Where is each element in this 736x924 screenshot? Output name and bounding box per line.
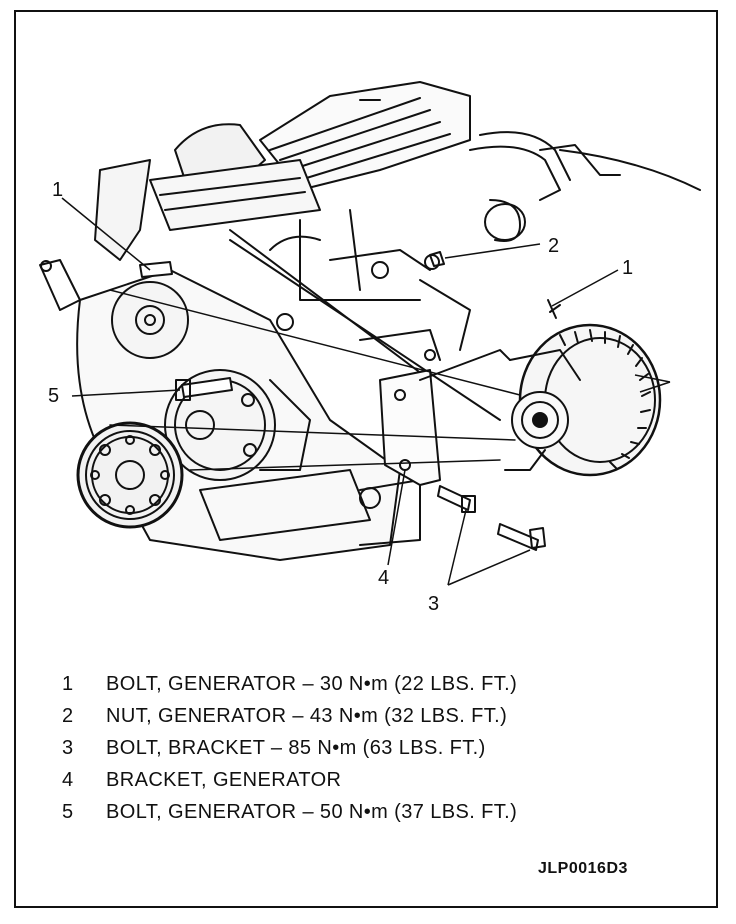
drive-belt [109, 289, 521, 471]
leader-gen-arrow-a [634, 374, 671, 383]
leader-1-right [551, 269, 619, 307]
legend-row: 1 BOLT, GENERATOR – 30 N•m (22 LBS. FT.) [62, 668, 682, 700]
leader-1-left [61, 197, 151, 271]
crank-pulley [76, 421, 184, 529]
parts-legend: 1 BOLT, GENERATOR – 30 N•m (22 LBS. FT.)… [62, 668, 682, 828]
upper-pulley [111, 281, 189, 359]
bolts [139, 251, 546, 551]
legend-row: 5 BOLT, GENERATOR – 50 N•m (37 LBS. FT.) [62, 796, 682, 828]
leader-3b [447, 549, 531, 586]
callout-4: 4 [378, 567, 390, 589]
leader-3a [447, 509, 467, 586]
legend-row: 4 BRACKET, GENERATOR [62, 764, 682, 796]
leader-gen-arrow-b [639, 381, 671, 393]
callout-2: 2 [548, 235, 560, 257]
legend-row: 3 BOLT, BRACKET – 85 N•m (63 LBS. FT.) [62, 732, 682, 764]
water-pump-pulley [164, 369, 311, 481]
callout-1-right: 1 [622, 257, 634, 279]
legend-text: NUT, GENERATOR – 43 N•m (32 LBS. FT.) [106, 704, 508, 727]
legend-text: BOLT, BRACKET – 85 N•m (63 LBS. FT.) [106, 736, 486, 759]
legend-number: 2 [62, 704, 74, 727]
figure-id: JLP0016D3 [538, 860, 628, 877]
callout-3: 3 [428, 593, 440, 615]
leader-5 [71, 389, 181, 397]
upper-pipes [469, 131, 701, 242]
generator [504, 299, 662, 477]
legend-number: 3 [62, 736, 74, 759]
legend-number: 5 [62, 800, 74, 823]
legend-text: BRACKET, GENERATOR [106, 768, 342, 791]
leader-2 [444, 243, 541, 259]
legend-row: 2 NUT, GENERATOR – 43 N•m (32 LBS. FT.) [62, 700, 682, 732]
generator-bracket [379, 349, 511, 486]
legend-text: BOLT, GENERATOR – 50 N•m (37 LBS. FT.) [106, 800, 518, 823]
legend-text: BOLT, GENERATOR – 30 N•m (22 LBS. FT.) [106, 672, 518, 695]
legend-number: 1 [62, 672, 74, 695]
intake-plenum [149, 81, 471, 231]
callout-5: 5 [48, 385, 60, 407]
callout-1-left: 1 [52, 179, 64, 201]
legend-number: 4 [62, 768, 74, 791]
leader-4 [387, 469, 406, 566]
